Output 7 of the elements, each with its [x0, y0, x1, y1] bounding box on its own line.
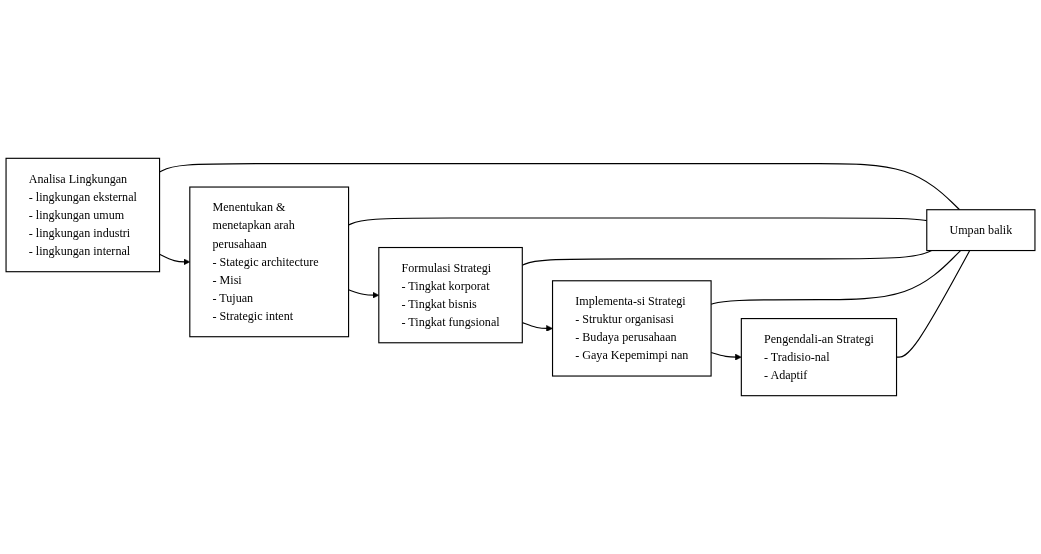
node-box: Formulasi Strategi - Tingkat korporat - Tingkat bisnis - Tingkat fungsional — [378, 246, 523, 344]
node-box: Analisa Lingkungan - lingkungan eksternal - lingkungan umum - lingkungan industri - lingkungan internal — [5, 157, 161, 273]
node-box: Umpan balik — [926, 209, 1036, 252]
node-box: Menentukan & menetapkan arah perusahaan - Stategic architecture - Misi - Tujuan - Strategic intent — [189, 186, 350, 338]
node-box: Implementa-si Strategi - Struktur organisasi - Budaya perusahaan - Gaya Kepemimpi nan — [551, 280, 712, 377]
connector — [159, 163, 961, 211]
node-box: Pengendali-an Strategi - Tradisio-nal - Adaptif — [740, 318, 898, 397]
